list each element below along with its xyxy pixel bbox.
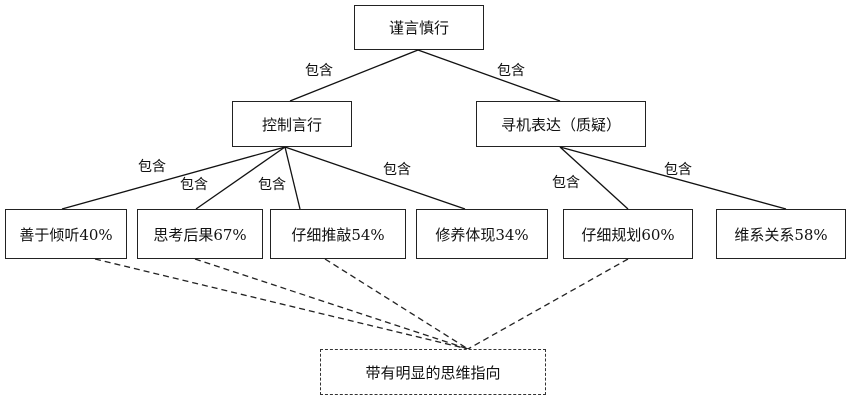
- edge-right-leaf5: [559, 146, 629, 210]
- leaf-node-2: 思考后果67%: [137, 209, 263, 259]
- edge-left-leaf1: [61, 146, 286, 210]
- edge-left-leaf2: [195, 146, 286, 210]
- leaf-node-5-label: 仔细规划60%: [581, 225, 675, 244]
- dashed-edge-leaf5-target: [467, 258, 629, 350]
- root-node-label: 谨言慎行: [388, 19, 449, 37]
- branch-node-right: 寻机表达（质疑）: [476, 101, 646, 147]
- dashed-edge-leaf1-target: [94, 258, 469, 350]
- leaf-node-1: 善于倾听40%: [5, 209, 127, 259]
- leaf-node-5: 仔细规划60%: [563, 209, 693, 259]
- dashed-edge-leaf2-target: [194, 258, 469, 350]
- edge-label-left-leaf3: 包含: [258, 177, 286, 193]
- target-node: 带有明显的思维指向: [320, 349, 546, 395]
- branch-node-right-label: 寻机表达（质疑）: [500, 115, 621, 134]
- edge-label-root-right: 包含: [497, 63, 525, 79]
- leaf-node-4: 修养体现34%: [416, 209, 548, 259]
- edge-label-left-leaf1: 包含: [138, 159, 166, 175]
- branch-node-left: 控制言行: [232, 101, 352, 147]
- edge-label-right-leaf5: 包含: [552, 175, 580, 191]
- dashed-edge-leaf3-target: [324, 258, 469, 350]
- leaf-node-4-label: 修养体现34%: [435, 225, 529, 244]
- edge-label-left-leaf2: 包含: [180, 177, 208, 193]
- root-node: 谨言慎行: [354, 5, 484, 50]
- leaf-node-1-label: 善于倾听40%: [19, 225, 113, 244]
- target-node-label: 带有明显的思维指向: [365, 363, 501, 382]
- edge-label-root-left: 包含: [305, 63, 333, 79]
- edge-root-left: [289, 49, 419, 102]
- leaf-node-3-label: 仔细推敲54%: [291, 225, 385, 244]
- leaf-node-2-label: 思考后果67%: [153, 225, 247, 244]
- edge-root-right: [417, 49, 561, 102]
- leaf-node-6-label: 维系关系58%: [734, 225, 828, 244]
- edge-left-leaf4: [284, 146, 466, 210]
- leaf-node-3: 仔细推敲54%: [270, 209, 406, 259]
- branch-node-left-label: 控制言行: [261, 115, 322, 134]
- edge-label-left-leaf4: 包含: [383, 162, 411, 178]
- edge-right-leaf6: [559, 146, 787, 210]
- leaf-node-6: 维系关系58%: [716, 209, 846, 259]
- edge-left-leaf3: [284, 146, 301, 210]
- edge-label-right-leaf6: 包含: [664, 162, 692, 178]
